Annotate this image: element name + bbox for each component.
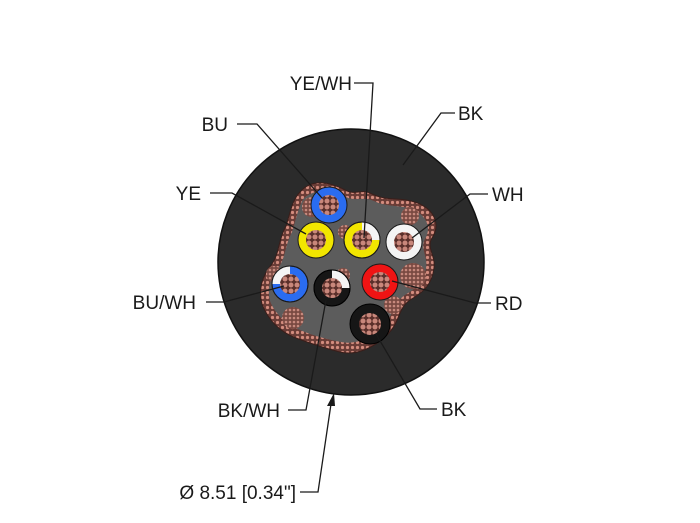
leader-line-wh	[411, 193, 488, 239]
leader-line-ye	[210, 192, 307, 235]
label-bu-wh: BU/WH	[133, 293, 196, 314]
conductor-black	[349, 303, 391, 345]
filler-strand	[401, 207, 419, 225]
conductor-blue-white	[271, 265, 309, 303]
leader-line-ye-wh	[354, 82, 374, 239]
leader-line-bk-bottom	[375, 333, 437, 410]
label-bk-top: BK	[458, 104, 484, 125]
leader-line-rd	[391, 280, 491, 304]
conductor-red	[361, 263, 399, 301]
label-bu: BU	[202, 115, 228, 136]
leader-line-bk-wh	[288, 299, 327, 411]
label-wh: WH	[492, 185, 524, 206]
conductor-black-white	[313, 269, 351, 307]
leader-line-bu	[237, 123, 323, 199]
label-ye-wh: YE/WH	[290, 74, 352, 95]
filler-strand	[384, 296, 402, 314]
leader-line-bk-top	[402, 112, 455, 166]
leader-line-bu-wh	[206, 285, 285, 303]
conductor-yellow-white	[343, 221, 381, 259]
diameter-arrowhead	[327, 393, 335, 406]
label-diameter: Ø 8.51 [0.34"]	[179, 483, 296, 504]
conductor-yellow	[297, 221, 335, 259]
label-ye: YE	[176, 184, 201, 205]
diameter-leader-line	[300, 403, 332, 493]
filler-strand	[282, 307, 304, 329]
conductor-white	[385, 223, 423, 261]
label-bk-wh: BK/WH	[218, 401, 280, 422]
label-rd: RD	[495, 294, 522, 315]
filler-strand	[400, 263, 426, 289]
label-bk-bottom: BK	[441, 400, 467, 421]
